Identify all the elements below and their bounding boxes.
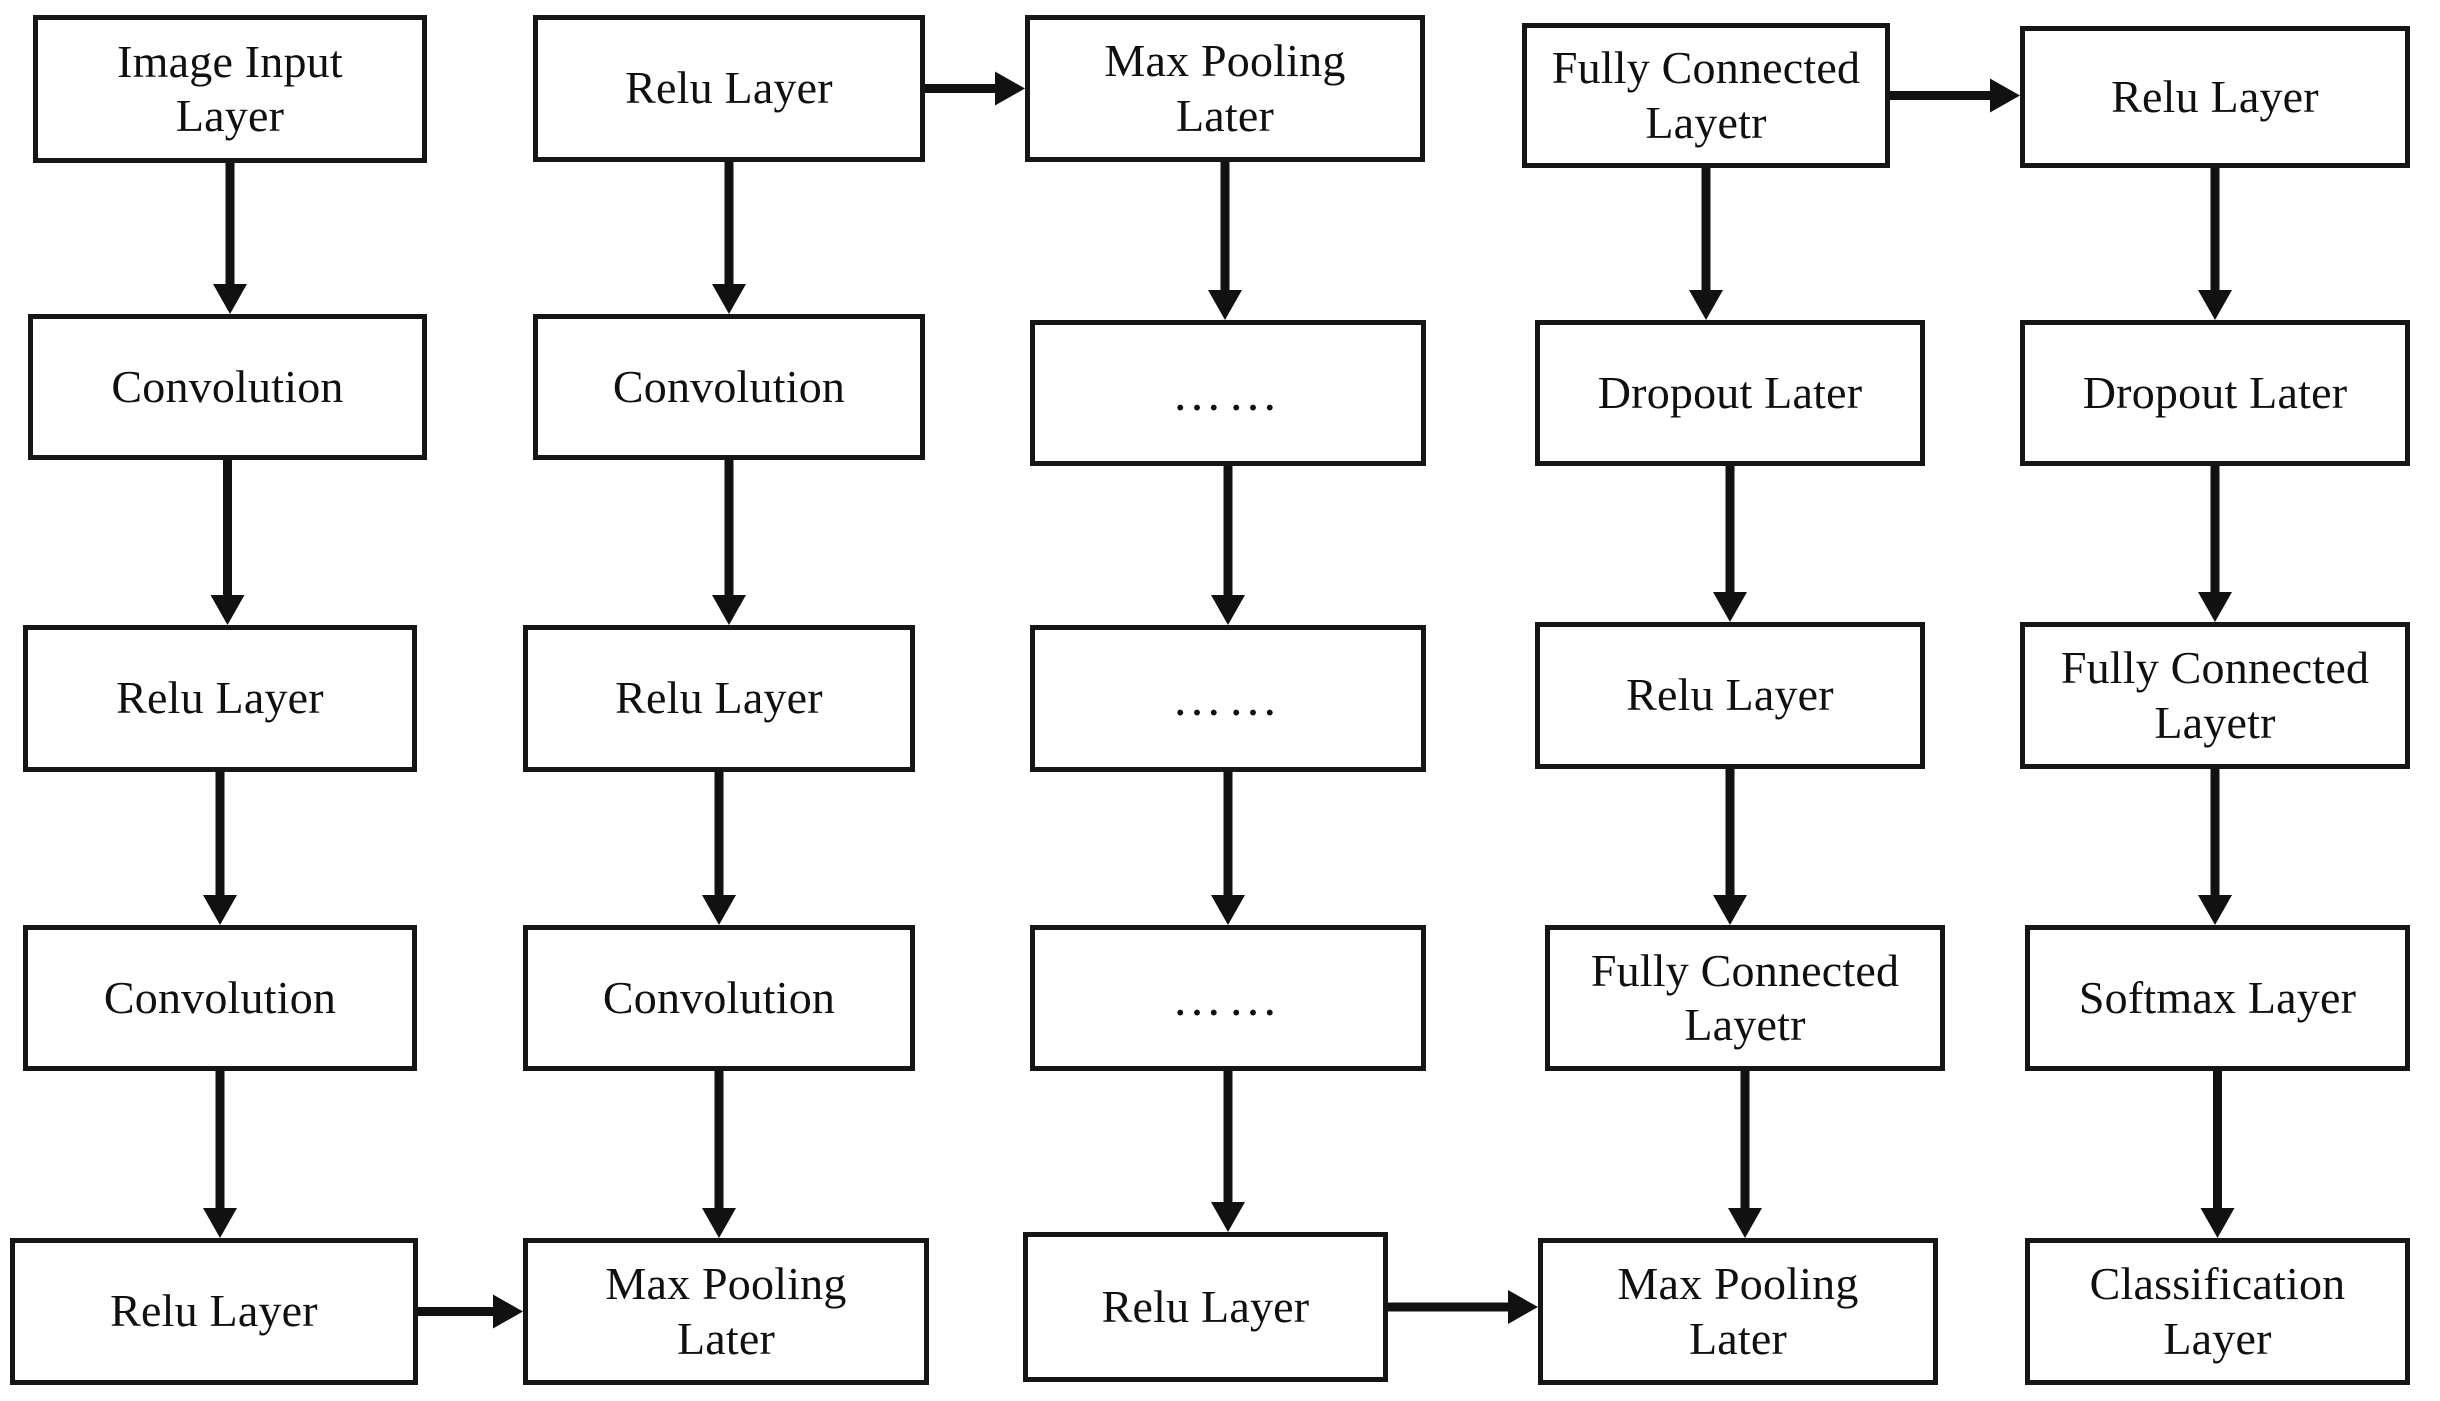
arrow-head xyxy=(1208,290,1242,320)
layer-node-label: Relu Layer xyxy=(1626,669,1834,721)
layer-node-label: …… xyxy=(1172,364,1284,421)
arrow-head xyxy=(210,595,245,625)
arrow-head xyxy=(2198,592,2232,622)
arrow-head xyxy=(1211,595,1245,625)
arrow-head xyxy=(712,595,746,625)
edge-arrow xyxy=(210,460,245,625)
layer-node: Relu Layer xyxy=(523,625,915,772)
edge-arrow xyxy=(1890,78,2020,113)
layer-node: Relu Layer xyxy=(10,1238,418,1385)
layer-node-label: Relu Layer xyxy=(116,672,324,724)
edge-arrow xyxy=(1388,1290,1538,1324)
layer-node: …… xyxy=(1030,320,1426,466)
arrow-head xyxy=(702,1208,736,1238)
layer-node-label: Relu Layer xyxy=(625,62,833,114)
edge-arrow xyxy=(2198,168,2232,320)
layer-node-label: …… xyxy=(1172,670,1284,726)
layer-node-label: Image Input Layer xyxy=(117,35,343,141)
layer-node-label: Convolution xyxy=(612,360,846,412)
edge-arrow xyxy=(418,1294,523,1329)
layer-node: Fully Connected Layetr xyxy=(1522,23,1890,168)
layer-node-label: Relu Layer xyxy=(2111,70,2319,122)
layer-node: Classification Layer xyxy=(2025,1238,2410,1385)
arrow-head xyxy=(1689,290,1723,320)
arrow-head xyxy=(1211,1202,1245,1232)
layer-node: Max Pooling Later xyxy=(523,1238,929,1385)
arrow-head xyxy=(1211,895,1245,925)
edge-arrow xyxy=(1211,466,1245,625)
edge-arrow xyxy=(213,163,247,314)
layer-node: Relu Layer xyxy=(23,625,417,772)
arrow-head xyxy=(2200,1208,2235,1238)
layer-node-label: Max Pooling Later xyxy=(1617,1258,1859,1364)
layer-node-label: Relu Layer xyxy=(1101,1280,1310,1332)
arrow-head xyxy=(712,284,746,314)
layer-node-label: Fully Connected Layetr xyxy=(2060,642,2370,748)
layer-node-label: Dropout Later xyxy=(1597,366,1863,418)
arrow-head xyxy=(1728,1208,1762,1238)
edge-arrow xyxy=(1211,772,1245,925)
layer-node-label: Fully Connected Layetr xyxy=(1551,42,1861,148)
arrow-head xyxy=(702,895,736,925)
layer-node-label: Convolution xyxy=(602,971,836,1023)
layer-node: Convolution xyxy=(533,314,925,460)
arrow-head xyxy=(1713,592,1747,622)
arrow-head xyxy=(1508,1290,1538,1324)
layer-node: Softmax Layer xyxy=(2025,925,2410,1071)
layer-node-label: …… xyxy=(1172,969,1284,1026)
layer-node: Dropout Later xyxy=(1535,320,1925,466)
arrow-head xyxy=(213,284,247,314)
edge-arrow xyxy=(2200,1071,2235,1238)
edge-arrow xyxy=(1689,168,1723,320)
edge-arrow xyxy=(203,1071,237,1238)
edge-arrow xyxy=(712,460,746,625)
arrow-head xyxy=(493,1294,523,1329)
edge-arrow xyxy=(925,71,1025,106)
arrow-head xyxy=(1990,78,2020,113)
arrow-head xyxy=(203,895,237,925)
layer-node-label: Convolution xyxy=(103,971,337,1023)
layer-node-label: Convolution xyxy=(111,360,344,412)
layer-node: Max Pooling Later xyxy=(1025,15,1425,162)
edge-arrow xyxy=(1713,466,1747,622)
layer-node: Relu Layer xyxy=(2020,26,2410,168)
arrow-head xyxy=(203,1208,237,1238)
layer-node: Convolution xyxy=(523,925,915,1071)
layer-node: Dropout Later xyxy=(2020,320,2410,466)
layer-node: …… xyxy=(1030,925,1426,1071)
arrow-head xyxy=(1713,895,1747,925)
layer-node-label: Relu Layer xyxy=(615,672,823,724)
layer-node: Max Pooling Later xyxy=(1538,1238,1938,1385)
layer-node: Relu Layer xyxy=(533,15,925,162)
layer-node-label: Dropout Later xyxy=(2082,366,2348,418)
layer-node: Convolution xyxy=(23,925,417,1071)
layer-node: Relu Layer xyxy=(1023,1232,1388,1382)
edge-arrow xyxy=(1713,769,1747,925)
layer-node: …… xyxy=(1030,625,1426,772)
layer-node: Fully Connected Layetr xyxy=(1545,925,1945,1071)
layer-node-label: Classification Layer xyxy=(2089,1258,2346,1364)
layer-node-label: Fully Connected Layetr xyxy=(1590,944,1900,1050)
layer-node-label: Max Pooling Later xyxy=(1104,35,1346,141)
edge-arrow xyxy=(1208,162,1242,320)
edge-arrow xyxy=(1728,1071,1762,1238)
layer-node: Fully Connected Layetr xyxy=(2020,622,2410,769)
edge-arrow xyxy=(712,162,746,314)
edge-arrow xyxy=(702,1071,736,1238)
layer-node: Convolution xyxy=(28,314,427,460)
layer-node-label: Softmax Layer xyxy=(2078,971,2357,1023)
edge-arrow xyxy=(1211,1071,1245,1232)
layer-node: Relu Layer xyxy=(1535,622,1925,769)
arrow-head xyxy=(2198,290,2232,320)
arrow-head xyxy=(2198,895,2232,925)
edge-arrow xyxy=(2198,466,2232,622)
layer-node-label: Max Pooling Later xyxy=(605,1258,847,1364)
edge-arrow xyxy=(702,772,736,925)
edge-arrow xyxy=(203,772,237,925)
layer-node-label: Relu Layer xyxy=(110,1285,318,1337)
edge-arrow xyxy=(2198,769,2232,925)
arrow-head xyxy=(995,71,1025,106)
layer-node: Image Input Layer xyxy=(33,15,427,163)
